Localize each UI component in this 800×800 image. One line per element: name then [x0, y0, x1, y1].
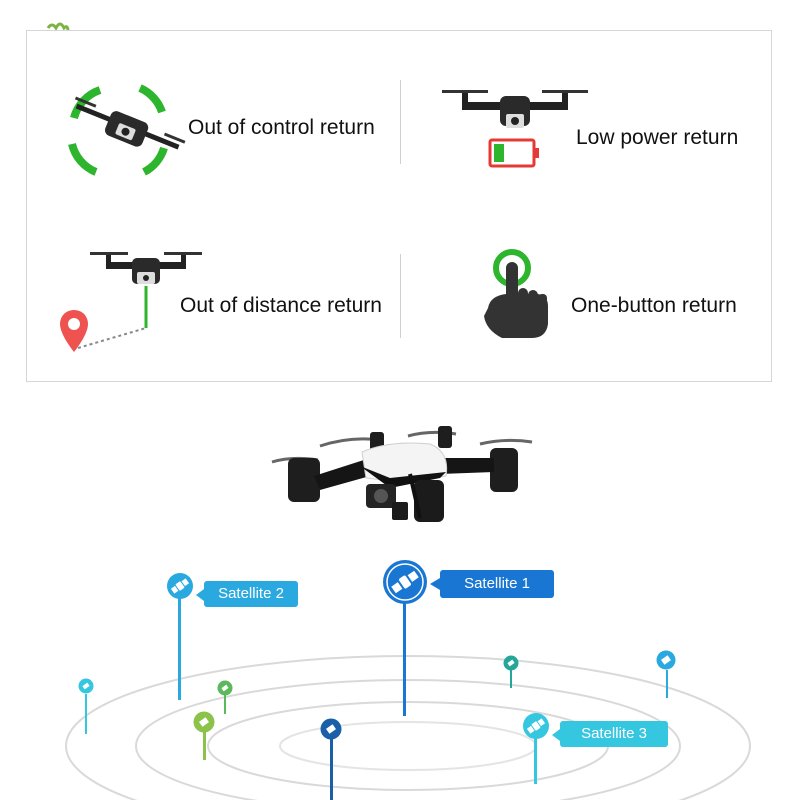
- drone-icon: [90, 252, 202, 284]
- satellite-label-1: Satellite 1: [440, 570, 554, 598]
- satellite-label-pointer: [430, 578, 440, 590]
- distance-line: [77, 286, 148, 349]
- satellite-icon: [523, 713, 549, 739]
- feature-label-out-of-control: Out of control return: [188, 116, 375, 139]
- return-features-panel: [26, 30, 772, 382]
- panel-divider-top: [400, 80, 401, 164]
- satellite-label-pointer: [196, 589, 204, 601]
- drone-icon: [442, 90, 588, 128]
- satellite-label-3: Satellite 3: [560, 721, 668, 747]
- satellite-marker-pole: [330, 738, 333, 800]
- satellite-marker-pole: [403, 596, 406, 716]
- drone-product-image: [271, 426, 533, 522]
- satellite-marker-pole: [224, 694, 226, 714]
- satellite-icon: [503, 655, 519, 671]
- feature-label-low-power: Low power return: [576, 126, 739, 149]
- satellite-marker-pole: [510, 670, 512, 688]
- satellite-marker-pole: [203, 730, 206, 760]
- drone-recovery-icon: [68, 84, 186, 176]
- satellite-marker-pole: [534, 738, 537, 784]
- feature-label-out-of-distance: Out of distance return: [180, 294, 382, 317]
- tap-finger-icon: [484, 249, 548, 338]
- satellite-label-2: Satellite 2: [204, 581, 298, 607]
- feature-label-one-button: One-button return: [571, 294, 737, 317]
- panel-divider-bottom: [400, 254, 401, 338]
- satellite-icon: [656, 650, 676, 670]
- location-pin-icon: [60, 310, 88, 352]
- satellite-icon: [78, 678, 94, 694]
- low-battery-icon: [488, 138, 539, 168]
- satellite-marker-pole: [666, 670, 668, 698]
- satellite-label-pointer: [552, 729, 560, 741]
- satellite-icon: [167, 573, 193, 599]
- satellite-icon: [193, 711, 215, 733]
- satellite-icon: [383, 560, 427, 604]
- satellite-orbits: [65, 655, 751, 800]
- satellite-icon: [217, 680, 233, 696]
- satellite-marker-pole: [85, 694, 87, 734]
- satellite-icon: [320, 718, 342, 740]
- satellite-marker-pole: [178, 596, 181, 700]
